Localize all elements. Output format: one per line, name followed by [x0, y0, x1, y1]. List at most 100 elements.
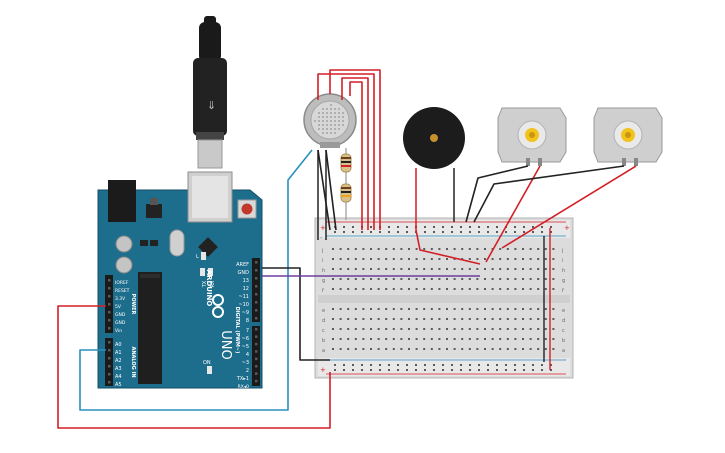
- hole: [446, 338, 448, 340]
- hole: [491, 338, 494, 340]
- hole: [392, 348, 395, 350]
- usb-cable: ⇐: [193, 16, 227, 169]
- power-pin-labels: IOREF RESET 3.3V 5V GND GND Vin: [115, 280, 130, 334]
- hole: [544, 338, 547, 340]
- hole: [496, 226, 498, 228]
- hole: [468, 328, 471, 330]
- hole: [468, 348, 471, 350]
- atmega-chip: [138, 272, 162, 384]
- row-letter: a: [322, 348, 325, 354]
- hole: [523, 369, 525, 371]
- hole: [461, 248, 464, 250]
- hole: [392, 278, 395, 280]
- hole: [255, 317, 258, 320]
- mesh-dot: [338, 124, 340, 126]
- hole: [468, 248, 471, 250]
- hole: [537, 288, 540, 290]
- hole: [514, 308, 517, 310]
- hole: [506, 328, 509, 330]
- wire-black: [473, 165, 625, 223]
- hole: [499, 258, 502, 260]
- hole: [433, 369, 435, 371]
- hole: [446, 328, 448, 330]
- hole: [484, 348, 486, 350]
- hole: [550, 369, 552, 371]
- hole: [499, 248, 502, 250]
- hole: [400, 338, 403, 340]
- hole: [370, 231, 372, 233]
- hole: [388, 369, 390, 371]
- hole: [484, 278, 486, 280]
- resistor-bottom: [340, 178, 352, 220]
- hole: [468, 318, 471, 320]
- hole: [408, 338, 410, 340]
- hole: [505, 364, 507, 366]
- hole: [334, 369, 336, 371]
- hole: [438, 288, 441, 290]
- hole: [484, 318, 486, 320]
- analog-pin-labels: A0 A1 A2 A3 A4 A5: [115, 342, 122, 388]
- hole: [370, 369, 372, 371]
- hole: [377, 328, 380, 330]
- pin-label: 12: [243, 286, 249, 292]
- hole: [484, 328, 486, 330]
- hole: [339, 318, 342, 320]
- hole: [453, 258, 456, 260]
- hole: [476, 318, 479, 320]
- pin-label: ~11: [238, 294, 249, 300]
- row-letter: c: [562, 328, 565, 334]
- hole: [388, 226, 390, 228]
- hole: [552, 348, 555, 350]
- arduino-logo-icon: [212, 294, 224, 318]
- pin-label: RESET: [115, 288, 130, 294]
- hole: [430, 348, 433, 350]
- hole: [370, 348, 372, 350]
- hole: [529, 318, 532, 320]
- mesh-dot: [322, 124, 324, 126]
- hole: [352, 364, 354, 366]
- hole: [529, 288, 532, 290]
- hole: [108, 349, 111, 352]
- hole: [478, 364, 480, 366]
- hole: [499, 268, 502, 270]
- hole: [484, 338, 486, 340]
- hole: [362, 258, 365, 260]
- hole: [406, 364, 408, 366]
- pin-label: 2: [246, 368, 249, 374]
- hole: [514, 278, 517, 280]
- hole: [532, 226, 534, 228]
- hole: [347, 278, 350, 280]
- hole: [446, 268, 448, 270]
- hole: [392, 268, 395, 270]
- hole: [537, 258, 540, 260]
- hole: [108, 287, 111, 290]
- hole: [339, 268, 342, 270]
- mesh-dot: [334, 124, 336, 126]
- breadboard-holes: [332, 226, 555, 371]
- hole: [476, 328, 479, 330]
- hole: [430, 248, 433, 250]
- capacitor: [115, 235, 133, 253]
- rx-led: [208, 268, 213, 276]
- hole: [332, 278, 334, 280]
- analog-in-label: ANALOG IN: [130, 346, 136, 377]
- hole: [339, 328, 342, 330]
- hole: [415, 258, 418, 260]
- hole: [537, 328, 540, 330]
- hole: [468, 288, 471, 290]
- hole: [430, 338, 433, 340]
- hole: [476, 258, 479, 260]
- hole: [532, 231, 534, 233]
- on-led: [207, 366, 212, 374]
- hole: [514, 288, 517, 290]
- on-label: ON: [203, 360, 211, 366]
- hole: [442, 226, 444, 228]
- hole: [451, 226, 453, 228]
- hole: [496, 231, 498, 233]
- hole: [438, 338, 441, 340]
- hole: [478, 369, 480, 371]
- hole: [544, 348, 547, 350]
- hole: [423, 318, 426, 320]
- hole: [400, 258, 403, 260]
- row-letter: h: [322, 268, 325, 274]
